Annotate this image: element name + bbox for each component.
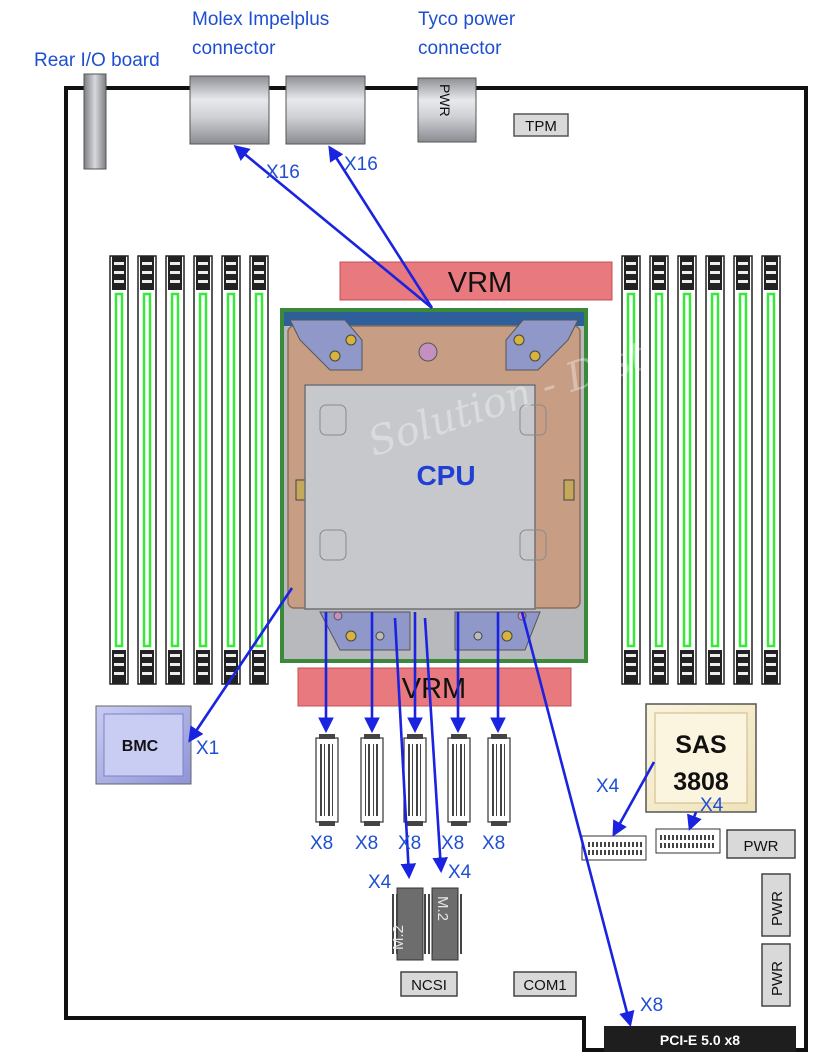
dimm-bank-right xyxy=(621,255,781,685)
m2-right-label: M.2 xyxy=(434,896,451,921)
pwr-right-2-label: PWR xyxy=(769,891,786,926)
rear-io-board xyxy=(83,73,107,170)
tyco-label-line2: connector xyxy=(418,38,502,59)
mcio-slots xyxy=(315,734,511,826)
rear-io-label: Rear I/O board xyxy=(34,50,160,71)
tyco-label-line1: Tyco power xyxy=(418,9,516,30)
x8-label-1: X8 xyxy=(310,833,333,854)
dimm-slot-right-6 xyxy=(761,255,781,685)
x16-right-label: X16 xyxy=(344,154,378,175)
mcio-x8-connector-2 xyxy=(360,734,384,826)
pcie-label: PCI-E 5.0 x8 xyxy=(660,1032,740,1048)
mcio-x8-connector-5 xyxy=(487,734,511,826)
ncsi-header xyxy=(400,971,458,997)
x4-sas-left-label: X4 xyxy=(596,776,620,797)
vrm-top xyxy=(339,261,613,301)
pwr-connector-right-1 xyxy=(726,829,796,859)
dimm-slot-left-3 xyxy=(165,255,185,685)
vrm-top-label: VRM xyxy=(448,267,512,299)
x4-m2-left-label: X4 xyxy=(368,872,392,893)
bmc-label: BMC xyxy=(122,738,159,755)
sas-connector-right xyxy=(655,828,721,854)
ncsi-label: NCSI xyxy=(411,977,447,994)
x8-label-5: X8 xyxy=(482,833,505,854)
tpm-chip xyxy=(513,113,569,137)
arrow-cpu-molex-right xyxy=(328,145,434,309)
sas-label-line2: 3808 xyxy=(673,768,729,796)
com1-header xyxy=(513,971,577,997)
x16-left-label: X16 xyxy=(266,162,300,183)
arrow-cpu-m2-right xyxy=(423,617,448,874)
pwr-top-label: PWR xyxy=(437,84,453,117)
m2-slot-left xyxy=(392,887,428,961)
molex-connector-right xyxy=(285,75,366,145)
sas-label-line1: SAS xyxy=(675,731,726,759)
molex-label-line2: connector xyxy=(192,38,276,59)
arrow-sas-connector-right xyxy=(687,811,702,831)
mcio-x8-connector-4 xyxy=(447,734,471,826)
dimm-bank-left xyxy=(109,255,269,685)
pwr-connector-right-3 xyxy=(761,943,791,1007)
bmc-chip-inner xyxy=(103,713,184,777)
m2-left-label: M.2 xyxy=(390,925,407,950)
pwr-right-3-label: PWR xyxy=(769,961,786,996)
mcio-x8-connector-1 xyxy=(315,734,339,826)
x8-pcie-label: X8 xyxy=(640,995,663,1016)
x8-label-4: X8 xyxy=(441,833,464,854)
sas-chip-inner xyxy=(654,712,748,804)
dimm-slot-right-5 xyxy=(733,255,753,685)
arrow-cpu-pcie xyxy=(520,611,635,1028)
vrm-bottom-label: VRM xyxy=(402,673,466,705)
arrow-cpu-m2-left xyxy=(393,617,417,880)
x8-label-2: X8 xyxy=(355,833,378,854)
m2-slot-right xyxy=(427,887,463,961)
arrow-sas-connector-left xyxy=(612,761,656,837)
pcie-slot xyxy=(604,1026,796,1052)
dimm-slot-left-6 xyxy=(249,255,269,685)
com1-label: COM1 xyxy=(523,977,566,994)
cpu-label: CPU xyxy=(416,460,475,491)
dimm-slot-left-4 xyxy=(193,255,213,685)
cpu-socket xyxy=(280,308,588,663)
dimm-slot-left-2 xyxy=(137,255,157,685)
dimm-slot-right-4 xyxy=(705,255,725,685)
x4-sas-right-label: X4 xyxy=(700,795,724,816)
x4-m2-right-label: X4 xyxy=(448,862,472,883)
arrow-cpu-molex-left xyxy=(233,145,433,310)
sas-connector-left xyxy=(581,835,647,861)
molex-connector-left xyxy=(189,75,270,145)
dimm-slot-left-1 xyxy=(109,255,129,685)
molex-label-line1: Molex Impelplus xyxy=(192,9,329,30)
arrow-cpu-bmc xyxy=(188,587,294,743)
x1-bmc-label: X1 xyxy=(196,738,219,759)
dimm-slot-left-5 xyxy=(221,255,241,685)
pwr-connector-right-2 xyxy=(761,873,791,937)
tpm-label: TPM xyxy=(525,118,557,135)
mcio-x8-connector-3 xyxy=(403,734,427,826)
dimm-slot-right-1 xyxy=(621,255,641,685)
vrm-bottom xyxy=(297,667,572,707)
dimm-slot-right-3 xyxy=(677,255,697,685)
tyco-power-connector xyxy=(417,77,477,143)
x8-label-3: X8 xyxy=(398,833,421,854)
pwr-right-1-label: PWR xyxy=(744,838,779,855)
link-arrows xyxy=(188,145,702,1028)
dimm-slot-right-2 xyxy=(649,255,669,685)
